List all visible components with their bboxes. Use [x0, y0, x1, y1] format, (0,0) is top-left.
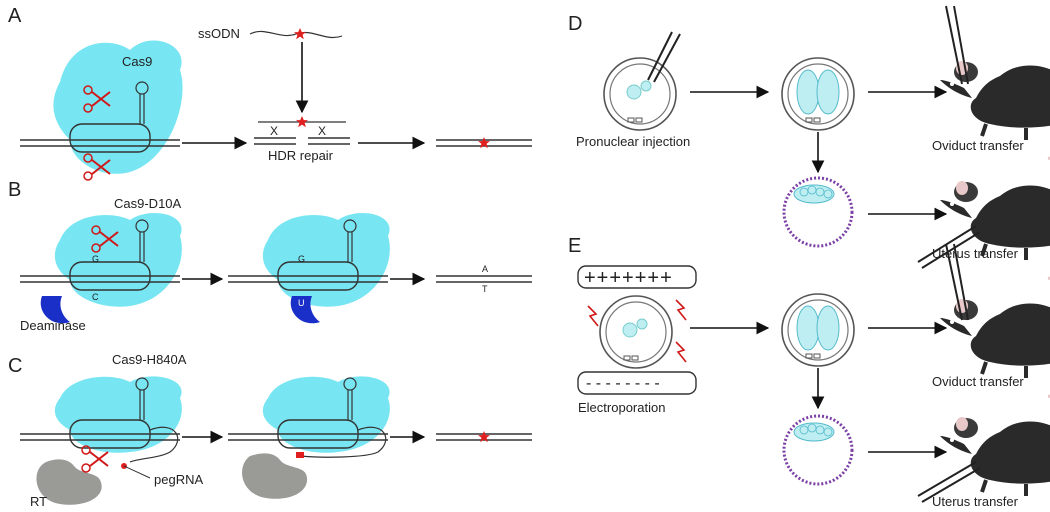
cas9-d10a-label: Cas9-D10A: [114, 196, 182, 211]
rloop-b: [69, 261, 151, 291]
electroporation-label: Electroporation: [578, 400, 665, 415]
base-u: U: [298, 298, 305, 308]
panel-label-c: C: [8, 355, 22, 377]
cas9-blob: [53, 40, 183, 174]
edited-dna-b: [436, 275, 532, 283]
panel-d: D Pronuclear injection Oviduct transfer …: [568, 5, 1050, 283]
rt-label: RT: [30, 494, 47, 509]
minus-signs: - - - - - - - -: [586, 375, 660, 392]
peg-extension-2: [299, 426, 387, 458]
rloop-c2: [277, 419, 359, 449]
pronuclear-injection-label: Pronuclear injection: [576, 134, 690, 149]
cas9-h840a-label: Cas9-H840A: [112, 352, 187, 367]
result-base-a: A: [482, 264, 488, 274]
oviduct-transfer-label-d: Oviduct transfer: [932, 138, 1024, 153]
lightning-icon: [587, 299, 687, 363]
dna-strand-b2: [228, 275, 388, 283]
transfer-needle-icon: [945, 243, 969, 321]
injection-needle-icon: [647, 31, 681, 83]
edit-block: [296, 452, 304, 458]
cut-dna: [254, 137, 350, 145]
panel-c: C Cas9-H840A pegRNA RT: [8, 352, 532, 509]
mouse-icon: [938, 179, 1050, 283]
positive-electrode: [577, 265, 697, 289]
dna-strand-c2: [228, 433, 388, 441]
cas9-d10a-blob: [54, 213, 182, 307]
transfer-needle-icon: [917, 461, 981, 503]
base-g-2: G: [298, 254, 305, 264]
dna-strand-c: [20, 433, 180, 441]
crossover-right: X: [318, 124, 326, 138]
blastocyst-e: [782, 414, 854, 486]
plus-signs: +++++++: [584, 267, 673, 289]
crossover-left: X: [270, 124, 278, 138]
pegrna-leader: [123, 465, 151, 479]
dna-strand-a-left: [20, 139, 180, 147]
rloop-a: [69, 123, 151, 153]
zygote-injection: [603, 57, 677, 131]
rt-shape: [36, 459, 102, 505]
rloop-b2: [277, 261, 359, 291]
cas9-h840a-blob-2: [262, 376, 390, 453]
result-base-t: T: [482, 284, 488, 294]
base-c: C: [92, 292, 99, 302]
panel-label-d: D: [568, 13, 582, 35]
blastocyst-d: [782, 176, 854, 248]
panel-b: B Cas9-D10A G C Deaminase G U A T: [8, 179, 532, 333]
deaminase-shape: [40, 296, 70, 324]
cas9-h840a-blob: [54, 376, 182, 453]
deaminase-label: Deaminase: [20, 318, 86, 333]
panel-e: E +++++++ - - - - - - - - Electroporatio…: [568, 235, 1050, 512]
ssodn-strand: [249, 30, 343, 38]
dna-strand-b: [20, 275, 180, 283]
hdr-repair-label: HDR repair: [268, 148, 334, 163]
cas9-label: Cas9: [122, 54, 152, 69]
negative-electrode: [577, 371, 697, 395]
zygote-electroporation: [599, 295, 673, 369]
oviduct-transfer-label-e: Oviduct transfer: [932, 374, 1024, 389]
two-cell-embryo-e: [781, 293, 855, 367]
ssodn-label: ssODN: [198, 26, 240, 41]
rt-shape-2: [242, 453, 308, 499]
peg-extension: [129, 426, 179, 463]
panel-label-b: B: [8, 179, 21, 201]
deaminase-shape-2: [290, 296, 320, 324]
pegrna-label: pegRNA: [154, 472, 203, 487]
cas9-d10a-blob-2: [262, 213, 390, 307]
rloop-c: [69, 419, 151, 449]
panel-label-e: E: [568, 235, 581, 257]
base-g: G: [92, 254, 99, 264]
two-cell-embryo-d: [781, 57, 855, 131]
transfer-needle-icon: [945, 5, 969, 85]
uterus-transfer-label-e: Uterus transfer: [932, 494, 1019, 509]
panel-label-a: A: [8, 5, 22, 27]
panel-a: A Cas9 ssODN X X HDR repair: [8, 5, 532, 181]
uterus-transfer-label-d: Uterus transfer: [932, 246, 1019, 261]
